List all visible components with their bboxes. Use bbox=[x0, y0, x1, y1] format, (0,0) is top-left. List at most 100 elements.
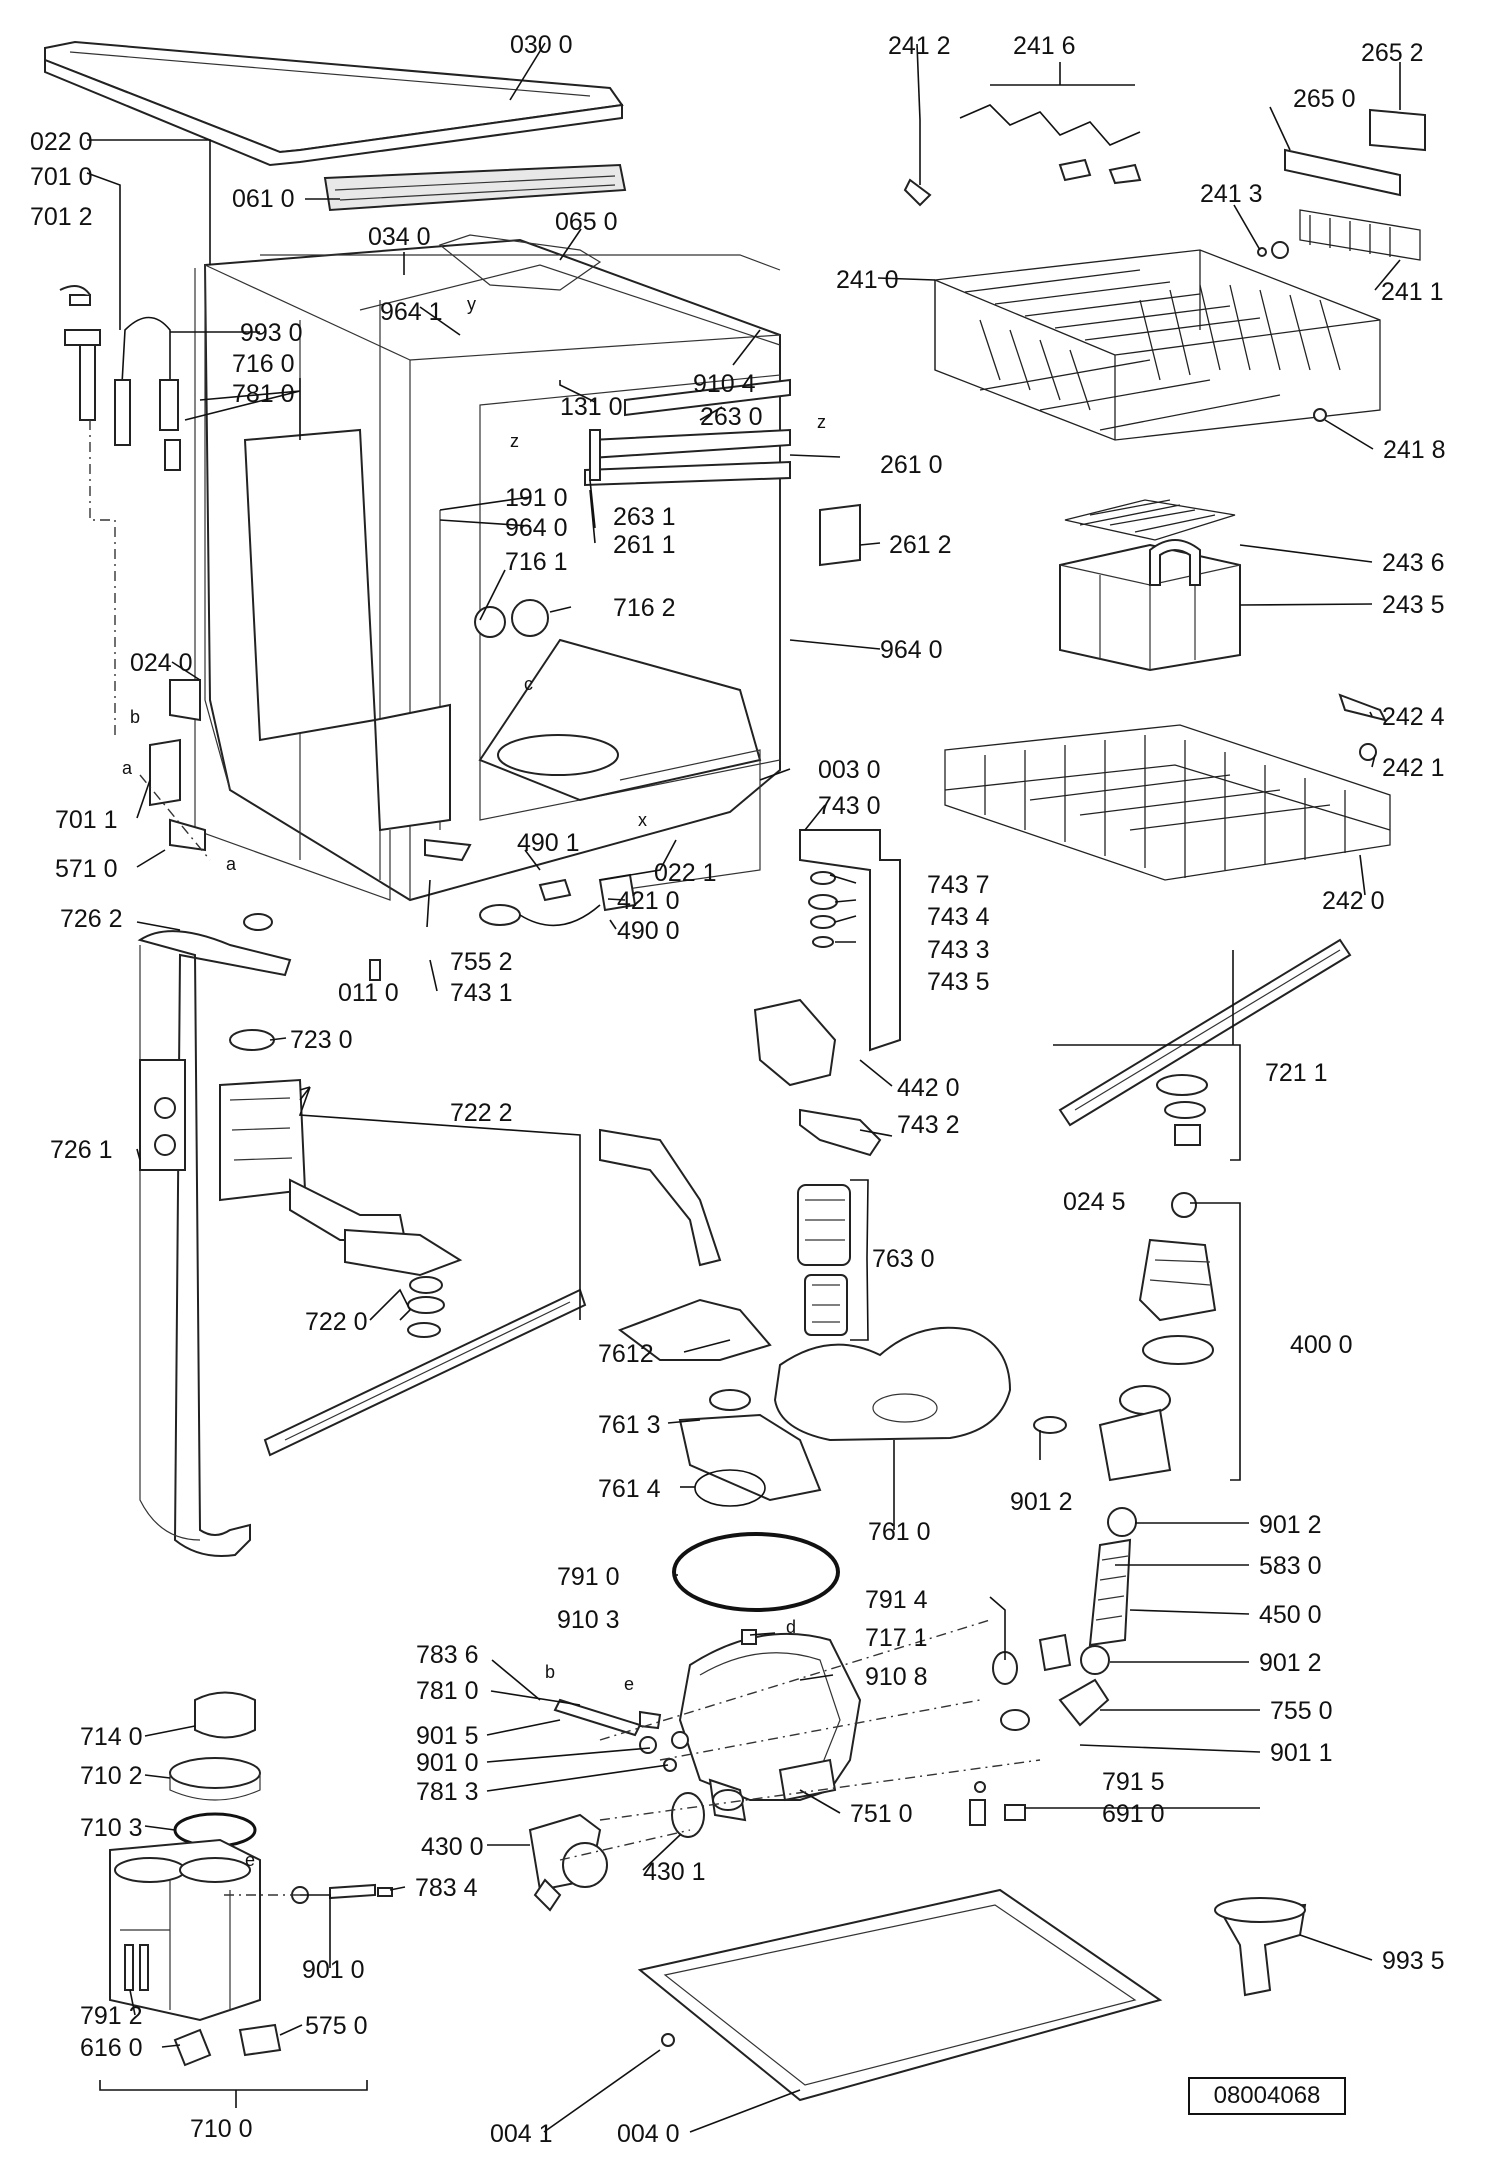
label-726-2: 726 2 bbox=[60, 905, 123, 933]
label-993-5: 993 5 bbox=[1382, 1947, 1445, 1975]
label-716-2: 716 2 bbox=[613, 594, 676, 622]
heater-and-hoses bbox=[969, 1507, 1137, 1826]
label-701-0: 701 0 bbox=[30, 163, 93, 191]
label-241-2: 241 2 bbox=[888, 32, 951, 60]
label-243-6: 243 6 bbox=[1382, 549, 1445, 577]
marker-b-2: b bbox=[545, 1662, 555, 1682]
label-901-2a: 901 2 bbox=[1010, 1488, 1073, 1516]
label-421-0: 421 0 bbox=[617, 887, 680, 915]
label-241-3: 241 3 bbox=[1200, 180, 1263, 208]
label-400-0: 400 0 bbox=[1290, 1331, 1353, 1359]
label-490-0: 490 0 bbox=[617, 917, 680, 945]
label-761-4: 761 4 bbox=[598, 1475, 661, 1503]
label-910-4: 910 4 bbox=[693, 370, 756, 398]
label-490-1: 490 1 bbox=[517, 829, 580, 857]
label-263-1: 263 1 bbox=[613, 503, 676, 531]
marker-b-1: b bbox=[130, 707, 140, 727]
label-716-0: 716 0 bbox=[232, 350, 295, 378]
label-791-0: 791 0 bbox=[557, 1563, 620, 1591]
label-721-1: 721 1 bbox=[1265, 1059, 1328, 1087]
label-755-0: 755 0 bbox=[1270, 1697, 1333, 1725]
marker-z-1: z bbox=[510, 431, 519, 451]
marker-a-2: a bbox=[226, 854, 237, 874]
marker-a-1: a bbox=[122, 758, 133, 778]
label-783-6: 783 6 bbox=[416, 1641, 479, 1669]
marker-e-1: e bbox=[624, 1674, 634, 1694]
label-964-0b: 964 0 bbox=[880, 636, 943, 664]
label-722-0: 722 0 bbox=[305, 1308, 368, 1336]
label-901-2c: 901 2 bbox=[1259, 1649, 1322, 1677]
label-242-4: 242 4 bbox=[1382, 703, 1445, 731]
drain-pump-430 bbox=[528, 1792, 705, 1912]
label-781-0: 781 0 bbox=[232, 380, 295, 408]
label-191-0: 191 0 bbox=[505, 484, 568, 512]
door-frame-004 bbox=[637, 1888, 1163, 2102]
lower-basket-242 bbox=[944, 693, 1391, 881]
label-751-0: 751 0 bbox=[850, 1800, 913, 1828]
dashed-connection-lines bbox=[139, 774, 1041, 1896]
lower-spray-arm-722 bbox=[263, 1288, 587, 1457]
label-910-3: 910 3 bbox=[557, 1606, 620, 1634]
label-034-0: 034 0 bbox=[368, 223, 431, 251]
label-022-1: 022 1 bbox=[654, 859, 717, 887]
label-791-4: 791 4 bbox=[865, 1586, 928, 1614]
label-691-0: 691 0 bbox=[1102, 1800, 1165, 1828]
label-901-0: 901 0 bbox=[416, 1749, 479, 1777]
label-004-1: 004 1 bbox=[490, 2120, 553, 2148]
label-964-1: 964 1 bbox=[380, 298, 443, 326]
fine-filter-plate bbox=[773, 1326, 1012, 1442]
label-430-0: 430 0 bbox=[421, 1833, 484, 1861]
label-791-2: 791 2 bbox=[80, 2002, 143, 2030]
label-761-0: 761 0 bbox=[868, 1518, 931, 1546]
label-450-0: 450 0 bbox=[1259, 1601, 1322, 1629]
cutlery-basket-243 bbox=[1059, 499, 1241, 672]
label-241-0: 241 0 bbox=[836, 266, 899, 294]
label-743-4: 743 4 bbox=[927, 903, 990, 931]
funnel-993-5 bbox=[1214, 1897, 1307, 1997]
label-265-0: 265 0 bbox=[1293, 85, 1356, 113]
inlet-hose-parts bbox=[59, 285, 206, 852]
label-265-2: 265 2 bbox=[1361, 39, 1424, 67]
marker-y: y bbox=[467, 294, 476, 314]
label-571-0: 571 0 bbox=[55, 855, 118, 883]
label-761-3: 761 3 bbox=[598, 1411, 661, 1439]
label-781-0b: 781 0 bbox=[416, 1677, 479, 1705]
label-710-3: 710 3 bbox=[80, 1814, 143, 1842]
label-241-8: 241 8 bbox=[1383, 436, 1446, 464]
label-701-1: 701 1 bbox=[55, 806, 118, 834]
spray-pipe-726 bbox=[137, 913, 292, 1557]
label-743-1: 743 1 bbox=[450, 979, 513, 1007]
leader-lines bbox=[86, 42, 1401, 2133]
water-softener-710 bbox=[109, 1691, 282, 2067]
label-065-0: 065 0 bbox=[555, 208, 618, 236]
marker-z-2: z bbox=[817, 412, 826, 432]
label-241-6: 241 6 bbox=[1013, 32, 1076, 60]
label-763-0: 763 0 bbox=[872, 1245, 935, 1273]
label-024-5: 024 5 bbox=[1063, 1188, 1126, 1216]
label-710-0: 710 0 bbox=[190, 2115, 253, 2143]
upper-spray-arm-721 bbox=[1058, 938, 1352, 1146]
label-743-5: 743 5 bbox=[927, 968, 990, 996]
label-714-0: 714 0 bbox=[80, 1723, 143, 1751]
label-261-2: 261 2 bbox=[889, 531, 952, 559]
upper-basket-241 bbox=[934, 249, 1381, 441]
feed-pipe-761 bbox=[599, 1128, 822, 1502]
label-030-0: 030 0 bbox=[510, 31, 573, 59]
label-061-0: 061 0 bbox=[232, 185, 295, 213]
label-783-4: 783 4 bbox=[415, 1874, 478, 1902]
label-003-0: 003 0 bbox=[818, 756, 881, 784]
label-004-0: 004 0 bbox=[617, 2120, 680, 2148]
sump-housing bbox=[678, 1632, 862, 1822]
label-722-2: 722 2 bbox=[450, 1099, 513, 1127]
document-number-box: 08004068 bbox=[1188, 2077, 1346, 2115]
label-781-3: 781 3 bbox=[416, 1778, 479, 1806]
label-755-2: 755 2 bbox=[450, 948, 513, 976]
label-993-0: 993 0 bbox=[240, 319, 303, 347]
label-575-0: 575 0 bbox=[305, 2012, 368, 2040]
label-743-2: 743 2 bbox=[897, 1111, 960, 1139]
label-723-0: 723 0 bbox=[290, 1026, 353, 1054]
label-263-0: 263 0 bbox=[700, 403, 763, 431]
label-024-0: 024 0 bbox=[130, 649, 193, 677]
seal-761-4 bbox=[694, 1469, 766, 1507]
